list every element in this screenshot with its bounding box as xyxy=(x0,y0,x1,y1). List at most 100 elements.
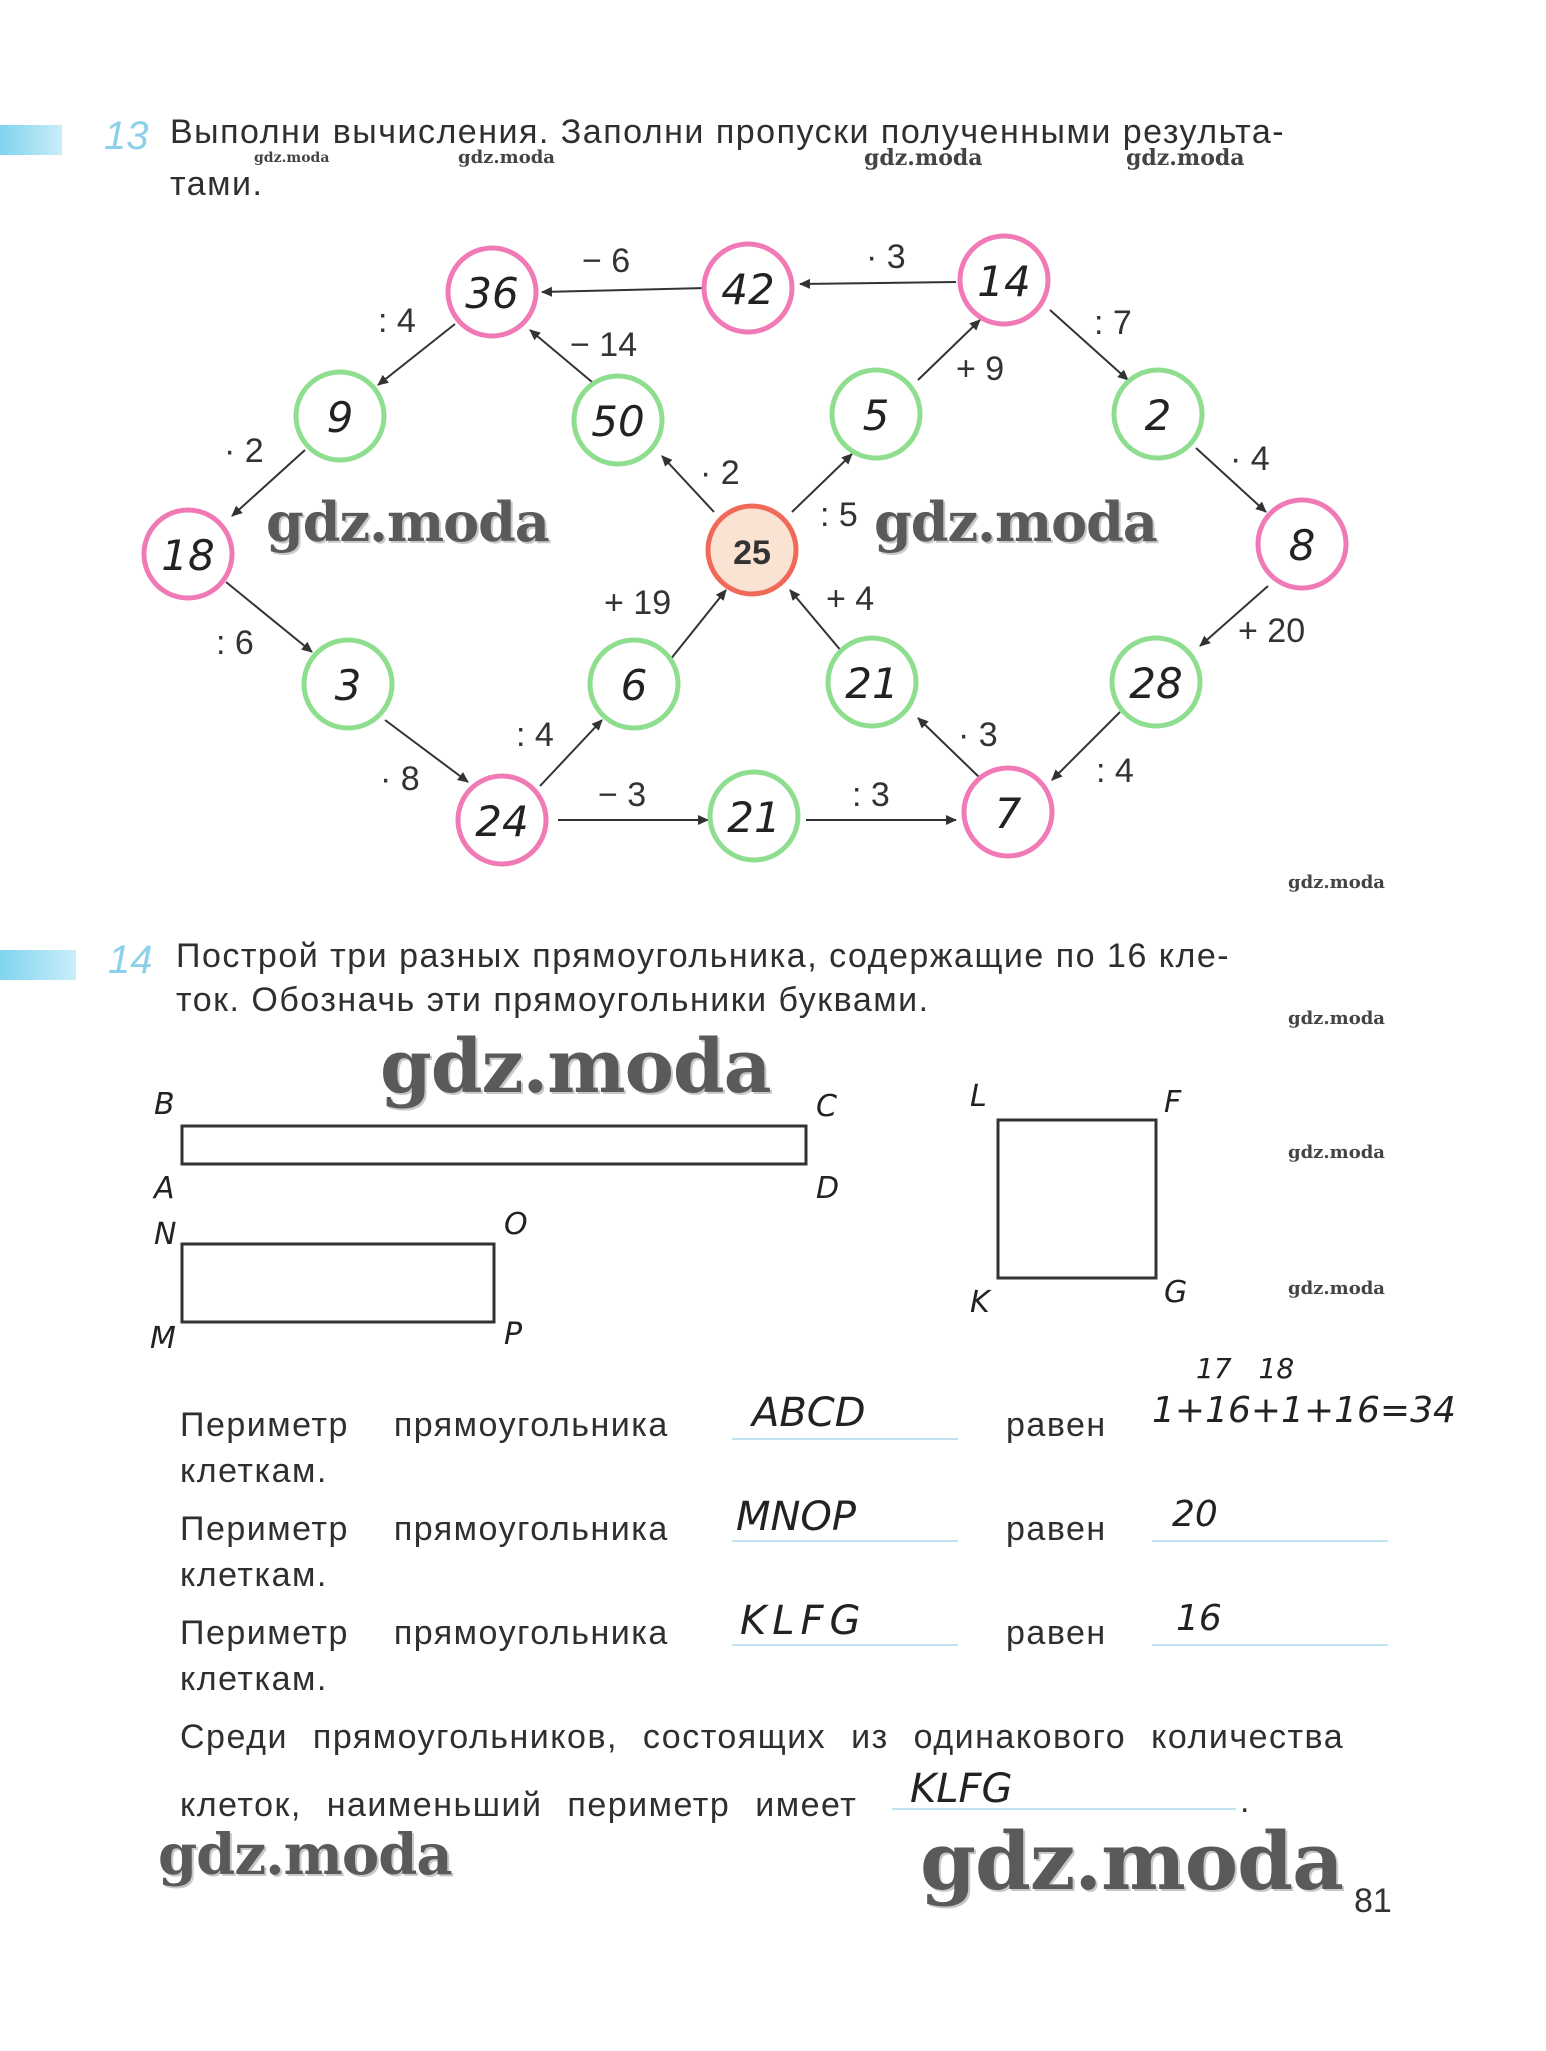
node-label: 9 xyxy=(327,393,354,442)
node-24 xyxy=(455,773,549,867)
node-7 xyxy=(961,765,1055,859)
section-marker-14 xyxy=(0,950,76,980)
perimeter-prefix: Периметр прямоугольника xyxy=(180,1406,669,1444)
perimeter-suffix: клеткам. xyxy=(180,1452,328,1490)
node-label: 3 xyxy=(335,661,362,710)
op-label: : 4 xyxy=(516,716,554,754)
conclusion-line2: клеток, наименьший периметр имеет xyxy=(180,1786,858,1824)
arrow-3-24 xyxy=(384,719,469,783)
perimeter-note: 17 18 xyxy=(1196,1352,1295,1385)
node-5 xyxy=(829,367,923,461)
op-label: : 5 xyxy=(820,496,858,534)
op-label: − 3 xyxy=(598,776,646,814)
answer-line xyxy=(892,1808,1236,1810)
node-label: 25 xyxy=(733,534,771,572)
arrow-24-6 xyxy=(539,719,603,787)
op-label: + 9 xyxy=(956,350,1004,388)
node-50 xyxy=(571,373,665,467)
perimeter-value: 20 xyxy=(1172,1494,1218,1535)
node-label: 24 xyxy=(475,797,528,846)
watermark-small: gdz.moda xyxy=(1126,145,1245,171)
node-label: 42 xyxy=(721,265,774,314)
node-3 xyxy=(301,637,395,731)
op-label: : 4 xyxy=(378,302,416,340)
op-label: : 4 xyxy=(1096,752,1134,790)
node-label: 6 xyxy=(621,661,648,710)
node-25 xyxy=(705,503,799,597)
node-label: 50 xyxy=(591,397,644,446)
arrow-50-36 xyxy=(529,329,593,383)
arrow-2-8 xyxy=(1195,447,1267,513)
perimeter-suffix: клеткам. xyxy=(180,1660,328,1698)
node-label: 2 xyxy=(1145,391,1172,440)
watermark-small: gdz.moda xyxy=(1288,1142,1385,1163)
task-14-text-line2: ток. Обозначь эти прямоугольники буквами… xyxy=(176,981,930,1019)
perimeter-value: 16 xyxy=(1176,1598,1222,1639)
op-label: : 6 xyxy=(216,624,254,662)
vertex-label-m: M xyxy=(150,1321,176,1356)
answer-line xyxy=(1152,1540,1388,1542)
node-21-top xyxy=(825,635,919,729)
watermark-small: gdz.moda xyxy=(864,145,983,171)
op-label: · 4 xyxy=(1230,440,1270,478)
arrow-8-28 xyxy=(1199,585,1269,647)
answer-line xyxy=(1152,1644,1388,1646)
op-label: + 20 xyxy=(1238,612,1305,650)
vertex-label-f: F xyxy=(1164,1085,1182,1120)
arrow-14-42 xyxy=(799,278,957,289)
task-number-13: 13 xyxy=(104,114,149,158)
conclusion-answer: KLFG xyxy=(910,1766,1013,1812)
section-marker-13 xyxy=(0,125,62,155)
node-9 xyxy=(293,369,387,463)
watermark: gdz.moda xyxy=(266,490,550,554)
perimeter-rect-name: ABCD xyxy=(752,1390,866,1436)
vertex-label-o: O xyxy=(504,1207,528,1242)
op-label: · 3 xyxy=(866,238,906,276)
vertex-label-a: A xyxy=(152,1171,175,1206)
watermark-small: gdz.moda xyxy=(254,150,330,166)
perimeter-rect-name: KLFG xyxy=(740,1598,867,1644)
vertex-label-b: B xyxy=(154,1087,175,1122)
node-36 xyxy=(445,245,539,339)
task-13-text-line1: Выполни вычисления. Заполни пропуски пол… xyxy=(170,113,1286,151)
arrow-9-18 xyxy=(231,449,306,517)
arrow-28-7 xyxy=(1051,711,1121,781)
arrow-7-21a xyxy=(917,717,981,779)
answer-line xyxy=(732,1644,958,1646)
op-label: : 7 xyxy=(1094,304,1132,342)
node-label: 7 xyxy=(995,789,1022,838)
node-21-bottom xyxy=(707,769,801,863)
op-label: : 3 xyxy=(852,776,890,814)
task-13-text-line2: тами. xyxy=(170,165,264,203)
arrow-14-2 xyxy=(1049,309,1129,381)
op-label: · 2 xyxy=(224,432,264,470)
node-42 xyxy=(701,241,795,335)
node-2 xyxy=(1111,367,1205,461)
node-label: 14 xyxy=(977,257,1030,306)
node-8 xyxy=(1255,497,1349,591)
watermark-small: gdz.moda xyxy=(1288,1008,1385,1029)
watermark-small: gdz.moda xyxy=(1288,872,1385,893)
node-label: 36 xyxy=(465,269,518,318)
op-label: − 14 xyxy=(570,326,637,364)
vertex-label-p: P xyxy=(504,1317,523,1352)
op-label: + 4 xyxy=(826,580,874,618)
arrow-6-25 xyxy=(669,589,727,661)
vertex-label-k: K xyxy=(970,1285,992,1320)
page-number: 81 xyxy=(1354,1882,1392,1920)
node-label: 5 xyxy=(863,391,890,440)
perimeter-equals: равен xyxy=(1006,1614,1107,1652)
node-label: 21 xyxy=(727,793,780,842)
calculation-graph: − 6 · 3 : 4 − 14 + 9 : 7 · 2 · 2 : 5 · 4… xyxy=(141,233,1349,867)
op-label: · 2 xyxy=(700,454,740,492)
watermark-small: gdz.moda xyxy=(458,147,555,168)
perimeter-equals: равен xyxy=(1006,1406,1107,1444)
task-14-text-line1: Построй три разных прямоугольника, содер… xyxy=(176,937,1231,975)
node-6 xyxy=(587,637,681,731)
rectangle-klfg xyxy=(996,1118,1158,1280)
perimeter-equals: равен xyxy=(1006,1510,1107,1548)
arrow-18-3 xyxy=(225,581,313,653)
vertex-label-l: L xyxy=(970,1080,987,1114)
arrow-42-36 xyxy=(541,286,707,297)
op-label: − 6 xyxy=(582,242,630,280)
